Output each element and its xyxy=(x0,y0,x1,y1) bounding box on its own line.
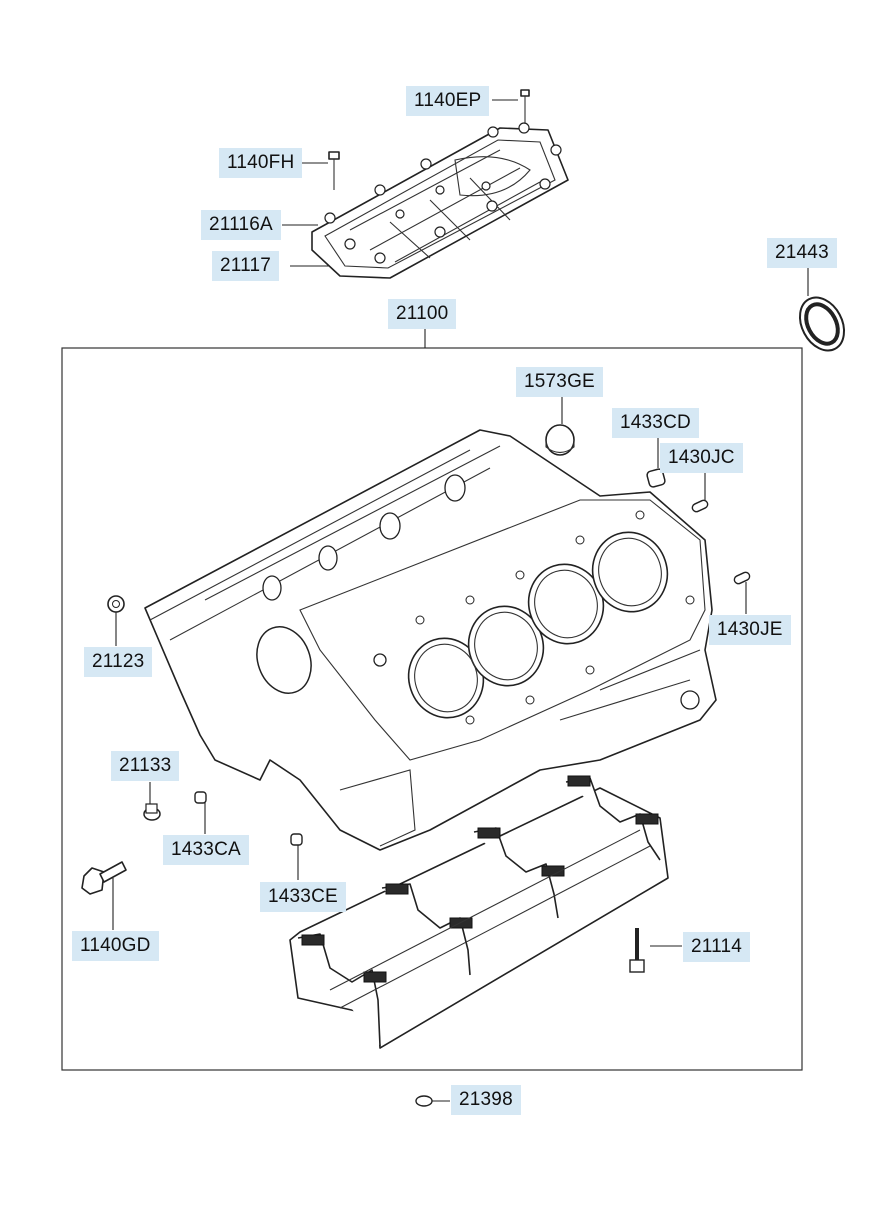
label-21117: 21117 xyxy=(212,251,280,281)
oil-seal-icon xyxy=(798,296,846,352)
cylinder-block xyxy=(144,429,717,851)
label-1433CE: 1433CE xyxy=(260,882,346,912)
label-1140GD: 1140GD xyxy=(72,931,159,961)
label-1140FH: 1140FH xyxy=(219,148,303,178)
cover-bolt-top-icon xyxy=(520,89,530,124)
bedplate xyxy=(289,775,669,1049)
valley-cover xyxy=(311,122,569,279)
cover-bolt-left-icon xyxy=(328,151,340,190)
dowel-pin-side-icon xyxy=(733,571,751,585)
label-21443: 21443 xyxy=(767,238,837,268)
label-21123: 21123 xyxy=(84,647,153,677)
drain-plug-icon xyxy=(107,595,125,613)
washer-icon xyxy=(415,1095,433,1107)
label-1433CA: 1433CA xyxy=(163,835,249,865)
bolt-ladder-icon xyxy=(81,861,127,895)
label-1430JC: 1430JC xyxy=(660,443,743,473)
label-21100: 21100 xyxy=(388,299,457,329)
label-1573GE: 1573GE xyxy=(516,367,603,397)
plug-small-icon xyxy=(646,468,666,488)
label-21133: 21133 xyxy=(111,751,180,781)
plug-ce-icon xyxy=(290,833,303,846)
label-1433CD: 1433CD xyxy=(612,408,699,438)
plug-large-icon xyxy=(545,424,575,456)
label-21398: 21398 xyxy=(451,1085,521,1115)
plug-ca-icon xyxy=(194,791,207,804)
bedplate-bolt-icon xyxy=(629,928,645,973)
label-21116A: 21116A xyxy=(201,210,281,240)
label-1140EP: 1140EP xyxy=(406,86,490,116)
label-1430JE: 1430JE xyxy=(709,615,791,645)
plug-lower-icon xyxy=(143,803,161,821)
assembly-frame xyxy=(61,347,803,1071)
label-21114: 21114 xyxy=(683,932,751,962)
dowel-pin-top-icon xyxy=(691,499,709,513)
